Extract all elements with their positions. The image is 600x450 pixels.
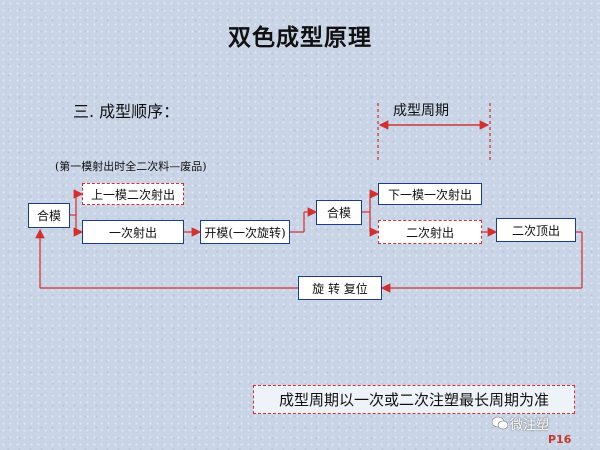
box-second-eject: 二次顶出 <box>496 218 576 242</box>
wechat-icon <box>492 416 508 430</box>
box-second-shot: 二次射出 <box>378 220 482 244</box>
box-open-rotate: 开模(一次旋转) <box>200 220 290 244</box>
cycle-label: 成型周期 <box>393 103 449 119</box>
slide-title: 双色成型原理 <box>228 24 372 51</box>
note-first-shot: (第一模射出时全二次料—废品) <box>55 160 207 173</box>
box-close-mold-1: 合模 <box>28 203 70 228</box>
section-heading: 三. 成型顺序： <box>73 102 180 121</box>
watermark-text: 微注塑 <box>510 418 550 433</box>
box-prev-second-shot: 上一模二次射出 <box>82 183 184 205</box>
box-rotate-reset: 旋 转 复位 <box>298 276 382 300</box>
box-close-mold-2: 合模 <box>316 200 362 225</box>
cycle-rule-note: 成型周期以一次或二次注塑最长周期为准 <box>253 385 575 414</box>
box-next-first-shot: 下一模一次射出 <box>378 183 482 205</box>
box-first-shot: 一次射出 <box>82 220 184 244</box>
page-number: P16 <box>548 433 572 446</box>
